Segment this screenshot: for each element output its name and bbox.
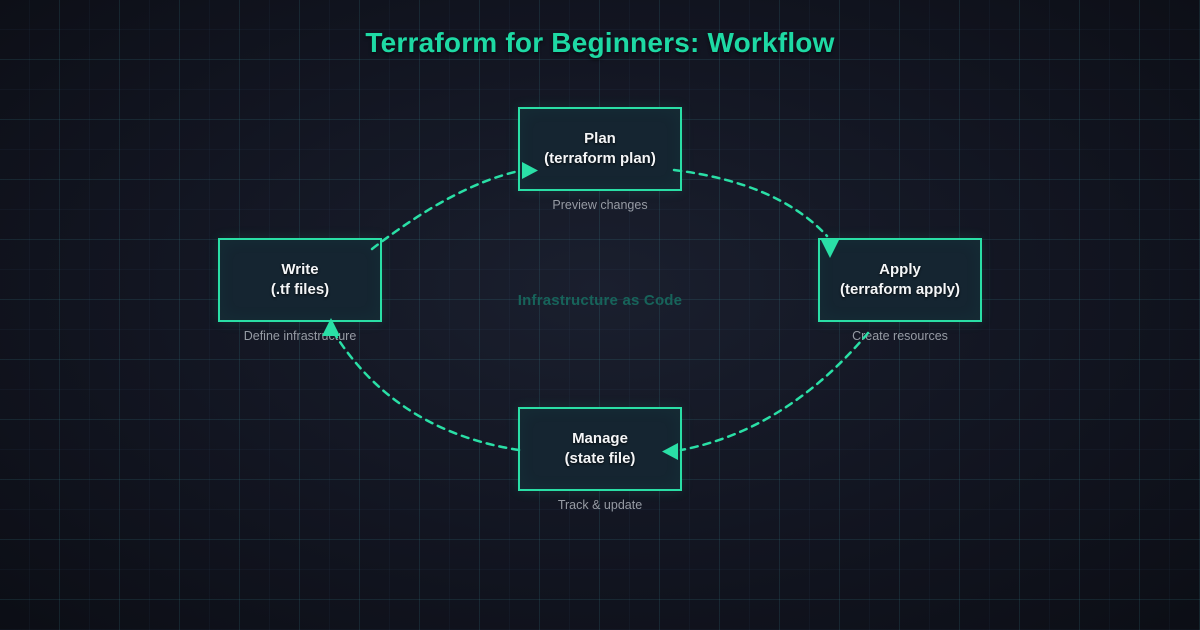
page-title: Terraform for Beginners: Workflow [365,27,835,58]
node-write-title: Write [281,261,319,278]
edge-manage-to-write [332,331,521,452]
node-apply-caption: Create resources [852,329,948,343]
node-write-group: Write (.tf files) Define infrastructure [218,238,382,343]
node-apply-group: Apply (terraform apply) Create resources [818,238,982,343]
node-write-subtitle: (.tf files) [270,281,330,298]
node-apply: Apply (terraform apply) [818,238,982,322]
node-manage: Manage (state file) [518,407,682,491]
node-plan-title: Plan [584,130,616,147]
node-write-caption: Define infrastructure [243,329,357,343]
edge-write-to-plan [370,169,521,251]
node-apply-subtitle: (terraform apply) [839,281,961,298]
node-manage-group: Manage (state file) Track & update [518,407,682,512]
node-write: Write (.tf files) [218,238,382,322]
node-plan: Plan (terraform plan) [518,107,682,191]
center-label: Infrastructure as Code [517,292,683,309]
edge-plan-to-apply [672,168,829,238]
node-plan-group: Plan (terraform plan) Preview changes [518,107,682,212]
node-manage-caption: Track & update [557,498,643,512]
node-manage-title: Manage [572,430,628,447]
node-manage-subtitle: (state file) [564,450,636,467]
node-apply-title: Apply [879,261,921,278]
node-plan-caption: Preview changes [552,198,648,212]
node-plan-subtitle: (terraform plan) [544,150,656,167]
edge-apply-to-manage [679,331,870,452]
